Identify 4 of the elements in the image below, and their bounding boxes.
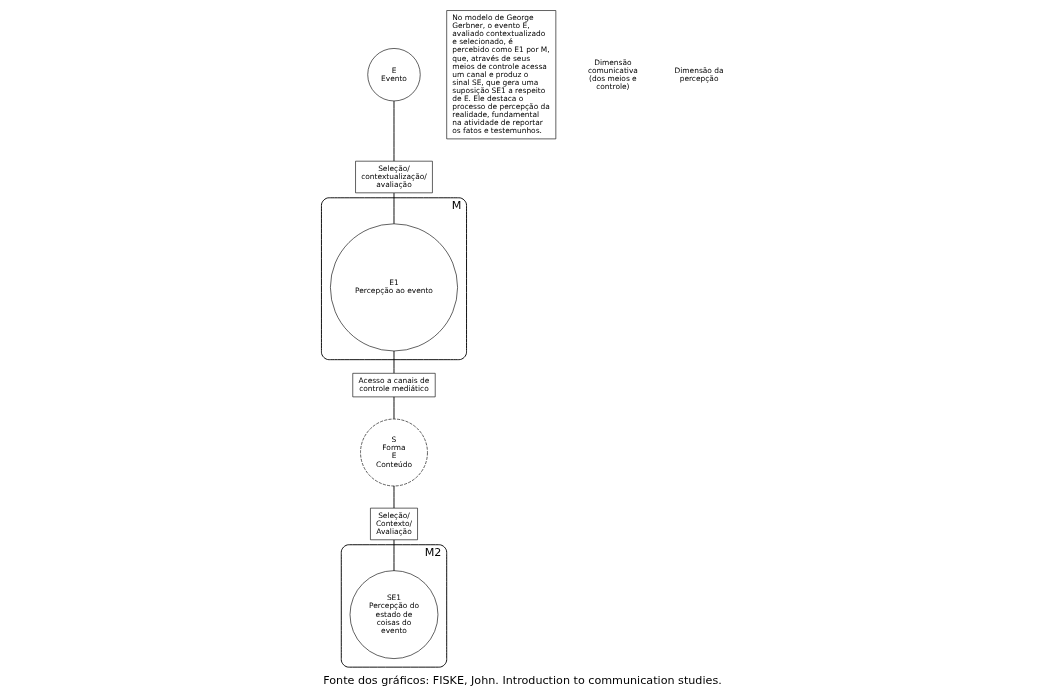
connector [393, 539, 395, 572]
connector [393, 192, 395, 225]
caption: Fonte dos gráficos: FISKE, John. Introduction to communication studies. [323, 673, 722, 687]
connector [393, 350, 395, 374]
